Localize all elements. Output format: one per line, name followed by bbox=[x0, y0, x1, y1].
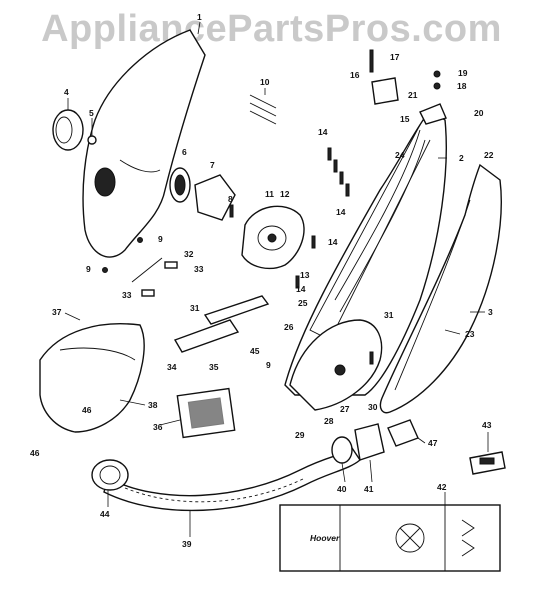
callout-17: 17 bbox=[390, 52, 400, 62]
part-4-knob bbox=[52, 109, 84, 151]
callout-46b: 46 bbox=[30, 448, 40, 458]
callout-43: 43 bbox=[482, 420, 492, 430]
callout-22: 22 bbox=[484, 150, 494, 160]
callout-15: 15 bbox=[400, 114, 410, 124]
callout-21: 21 bbox=[408, 90, 418, 100]
callout-31a: 31 bbox=[190, 303, 200, 313]
part-32-rod bbox=[131, 257, 163, 283]
callout-41: 41 bbox=[364, 484, 374, 494]
bag-badge: Hoover bbox=[310, 533, 340, 543]
part-20-latch bbox=[419, 103, 447, 125]
callout-6: 6 bbox=[182, 147, 187, 157]
callout-47: 47 bbox=[428, 438, 438, 448]
part-28-base bbox=[289, 319, 383, 411]
callout-9c: 9 bbox=[266, 360, 271, 370]
part-33-clip-b bbox=[141, 289, 155, 297]
leader-lines bbox=[64, 21, 489, 537]
part-18-nut bbox=[433, 82, 441, 90]
callout-7: 7 bbox=[210, 160, 215, 170]
callout-14c: 14 bbox=[296, 284, 306, 294]
part-37-hood bbox=[39, 323, 145, 433]
callout-10: 10 bbox=[260, 77, 270, 87]
callout-31b: 31 bbox=[384, 310, 394, 320]
callout-19: 19 bbox=[458, 68, 468, 78]
part-42-bag bbox=[279, 504, 501, 572]
part-44-cuff bbox=[91, 459, 129, 491]
callout-14b: 14 bbox=[328, 237, 338, 247]
part-30-screw bbox=[369, 351, 374, 365]
callout-33b: 33 bbox=[122, 290, 132, 300]
callout-29: 29 bbox=[295, 430, 305, 440]
callout-9b: 9 bbox=[86, 264, 91, 274]
watermark: AppliancePartsPros.com bbox=[41, 8, 502, 50]
part-1-cover-port bbox=[94, 167, 116, 197]
callout-36: 36 bbox=[153, 422, 163, 432]
part-14-screws bbox=[295, 147, 350, 289]
callout-45: 45 bbox=[250, 346, 260, 356]
callout-27: 27 bbox=[340, 404, 350, 414]
part-16-screw bbox=[369, 49, 374, 73]
callout-12: 12 bbox=[280, 189, 290, 199]
callout-20: 20 bbox=[474, 108, 484, 118]
callout-11: 11 bbox=[265, 189, 274, 199]
callout-4: 4 bbox=[64, 87, 69, 97]
callout-labels: 1 2 3 4 5 6 7 8 9 9 9 10 11 12 13 14 14 … bbox=[30, 12, 494, 549]
part-40-coupler bbox=[331, 436, 353, 464]
callout-34: 34 bbox=[167, 362, 177, 372]
callout-38: 38 bbox=[148, 400, 158, 410]
callout-14d: 14 bbox=[336, 207, 346, 217]
part-1-front-cover bbox=[82, 29, 206, 258]
callout-40: 40 bbox=[337, 484, 347, 494]
part-8-screw bbox=[229, 204, 234, 218]
callout-2: 2 bbox=[459, 153, 464, 163]
callout-24: 24 bbox=[395, 150, 405, 160]
part-5-clip bbox=[87, 135, 97, 145]
callout-42: 42 bbox=[437, 482, 447, 492]
callout-46a: 46 bbox=[82, 405, 92, 415]
part-9-nut-b bbox=[102, 267, 108, 273]
callout-13: 13 bbox=[300, 270, 310, 280]
part-33-clip-a bbox=[164, 261, 178, 269]
callout-44: 44 bbox=[100, 509, 110, 519]
callout-5: 5 bbox=[89, 108, 94, 118]
part-41-adapter bbox=[354, 423, 385, 461]
part-39-hose bbox=[103, 446, 361, 512]
callout-37: 37 bbox=[52, 307, 62, 317]
callout-18: 18 bbox=[457, 81, 467, 91]
callout-1: 1 bbox=[197, 12, 202, 22]
part-17-bracket bbox=[371, 77, 399, 105]
callout-8: 8 bbox=[228, 194, 233, 204]
callout-14a: 14 bbox=[318, 127, 328, 137]
part-9-nut-a bbox=[137, 237, 143, 243]
callout-39: 39 bbox=[182, 539, 192, 549]
callout-35: 35 bbox=[209, 362, 219, 372]
part-35-filter bbox=[203, 295, 270, 325]
part-19-nut bbox=[433, 70, 441, 78]
callout-26: 26 bbox=[284, 322, 294, 332]
part-7-fan-housing bbox=[194, 174, 236, 221]
part-47-cap bbox=[387, 419, 419, 447]
callout-3: 3 bbox=[488, 307, 493, 317]
part-34-filter-frame bbox=[173, 319, 240, 353]
callout-9a: 9 bbox=[158, 234, 163, 244]
part-10-rods bbox=[249, 94, 277, 125]
callout-32: 32 bbox=[184, 249, 194, 259]
callout-23: 23 bbox=[465, 329, 475, 339]
callout-28: 28 bbox=[324, 416, 334, 426]
callout-16: 16 bbox=[350, 70, 360, 80]
callout-30: 30 bbox=[368, 402, 378, 412]
callout-25: 25 bbox=[298, 298, 308, 308]
callout-33a: 33 bbox=[194, 264, 204, 274]
